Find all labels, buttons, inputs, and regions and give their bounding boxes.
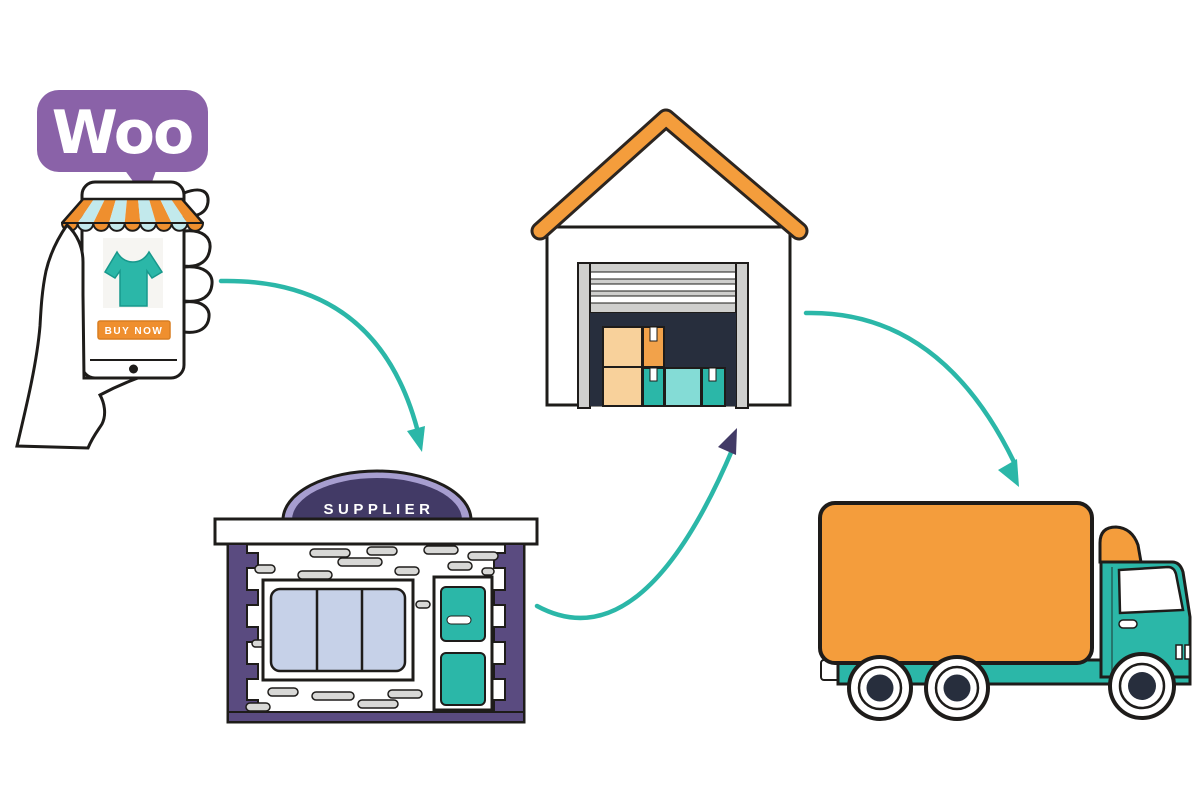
supplier-node: SUPPLIER xyxy=(213,469,539,724)
customer-phone-node: BUY NOW xyxy=(15,180,214,450)
tape-strip xyxy=(649,326,658,342)
storefront-awning xyxy=(60,197,205,232)
supplier-sign-label: SUPPLIER xyxy=(323,501,434,518)
purple-arrowhead xyxy=(718,428,737,455)
shop-window xyxy=(261,578,415,682)
buy-now-label: BUY NOW xyxy=(105,326,164,337)
tshirt-icon xyxy=(103,250,164,307)
arrow-phone-to-supplier xyxy=(218,278,425,452)
cargo-box xyxy=(818,501,1094,665)
cab-window xyxy=(1117,565,1185,615)
door-rail-right xyxy=(735,262,749,409)
speech-bubble xyxy=(37,90,208,172)
warehouse-node xyxy=(530,108,809,409)
buy-now-button: BUY NOW xyxy=(97,320,171,340)
wheel xyxy=(847,655,913,721)
base-band xyxy=(227,711,525,723)
grille-vent xyxy=(1184,644,1191,660)
cab-deflector xyxy=(1098,525,1143,564)
wheel xyxy=(924,655,990,721)
wheels xyxy=(847,652,1176,721)
flow-arrows xyxy=(218,278,1019,621)
woo-logo-text: Woo xyxy=(52,98,192,168)
home-button xyxy=(129,364,138,374)
delivery-truck-node xyxy=(818,501,1192,721)
cab-door-handle xyxy=(1118,619,1138,629)
storefront-lintel xyxy=(213,517,539,546)
shop-door xyxy=(432,575,494,712)
arrow-warehouse-to-truck xyxy=(803,310,1019,487)
truck-cab xyxy=(1099,560,1192,679)
warehouse-roof xyxy=(533,111,806,238)
door-rail-left xyxy=(577,262,591,409)
wheel xyxy=(1108,652,1176,720)
grille-vent xyxy=(1175,644,1183,660)
tape-strip xyxy=(708,367,717,382)
supplier-sign-dome-inner xyxy=(292,478,462,520)
fingers xyxy=(182,188,214,334)
roof-outline xyxy=(530,108,809,241)
woo-logo-badge: Woo xyxy=(37,90,208,199)
stacked-boxes xyxy=(602,326,726,407)
tape-strip xyxy=(649,367,658,382)
brick-details xyxy=(245,545,499,712)
arrow-supplier-to-warehouse xyxy=(534,428,737,621)
door-handle xyxy=(446,615,472,625)
hand xyxy=(15,222,139,450)
